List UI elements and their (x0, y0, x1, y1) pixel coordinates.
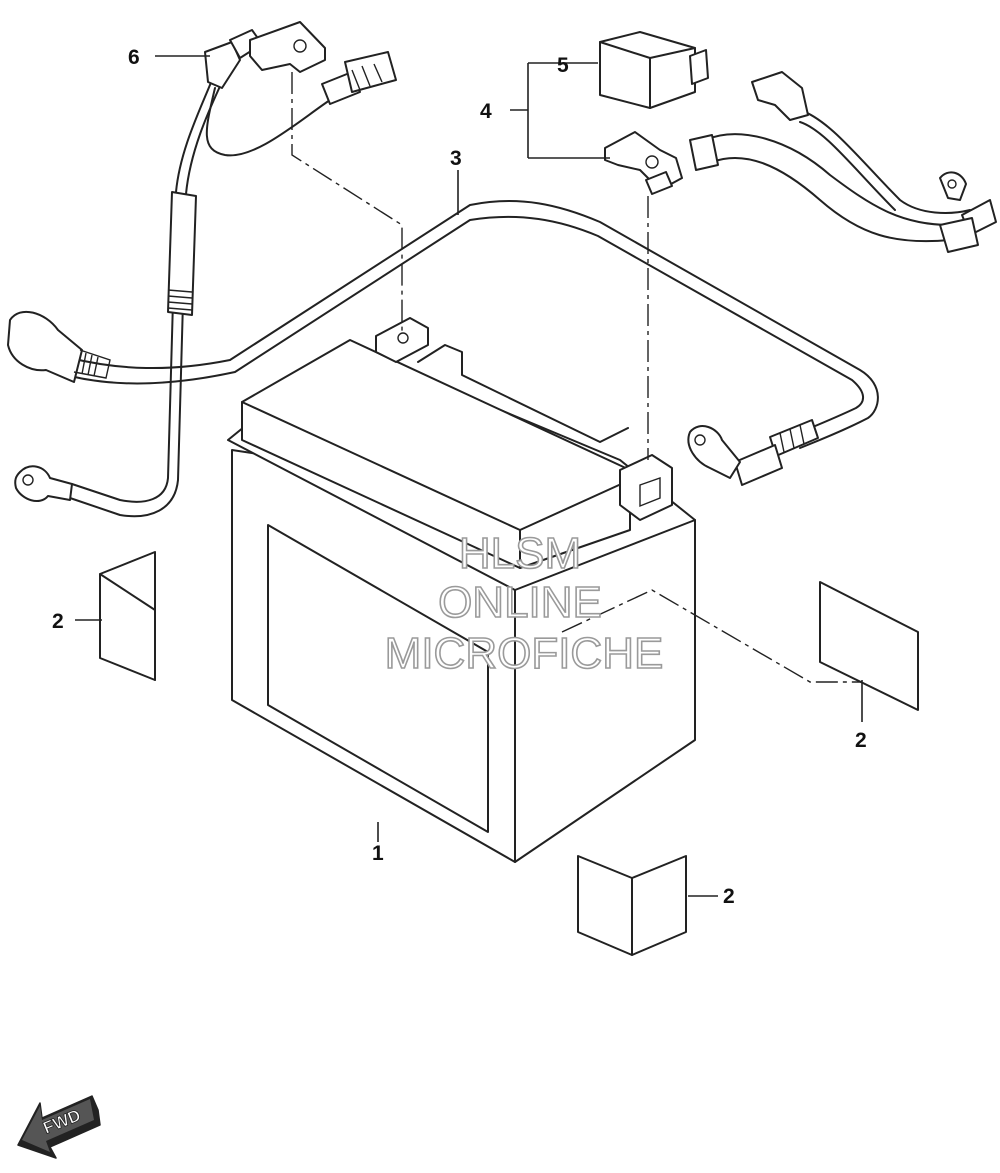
leader-lines (75, 55, 863, 897)
callout-5: 5 (557, 54, 569, 77)
battery-cable-part-3 (7, 200, 879, 486)
pad-part-2-left (99, 551, 156, 681)
fwd-arrow-icon: FWD (17, 1095, 101, 1159)
pad-part-2-bottom (577, 855, 687, 956)
callout-3: 3 (450, 147, 462, 170)
callout-2-bottom: 2 (723, 885, 735, 908)
battery-part-1 (227, 317, 696, 863)
callout-2-left: 2 (52, 610, 64, 633)
callout-labels: 6 5 4 3 2 2 1 2 (52, 46, 867, 908)
terminal-cover-part-5 (599, 31, 709, 109)
watermark-line-2: ONLINE (438, 578, 602, 627)
pad-part-2-right (819, 581, 919, 711)
callout-6: 6 (128, 46, 140, 69)
callout-4: 4 (480, 100, 492, 123)
callout-1: 1 (372, 842, 384, 865)
watermark-line-1: HLSM (459, 529, 581, 578)
watermark-line-3: MICROFICHE (385, 629, 664, 678)
watermark: HLSM ONLINE MICROFICHE (384, 528, 664, 679)
callout-2-right: 2 (855, 729, 867, 752)
harness-part-6 (14, 21, 397, 518)
alignment-lines (291, 72, 862, 683)
positive-cable-part-4 (604, 71, 997, 253)
